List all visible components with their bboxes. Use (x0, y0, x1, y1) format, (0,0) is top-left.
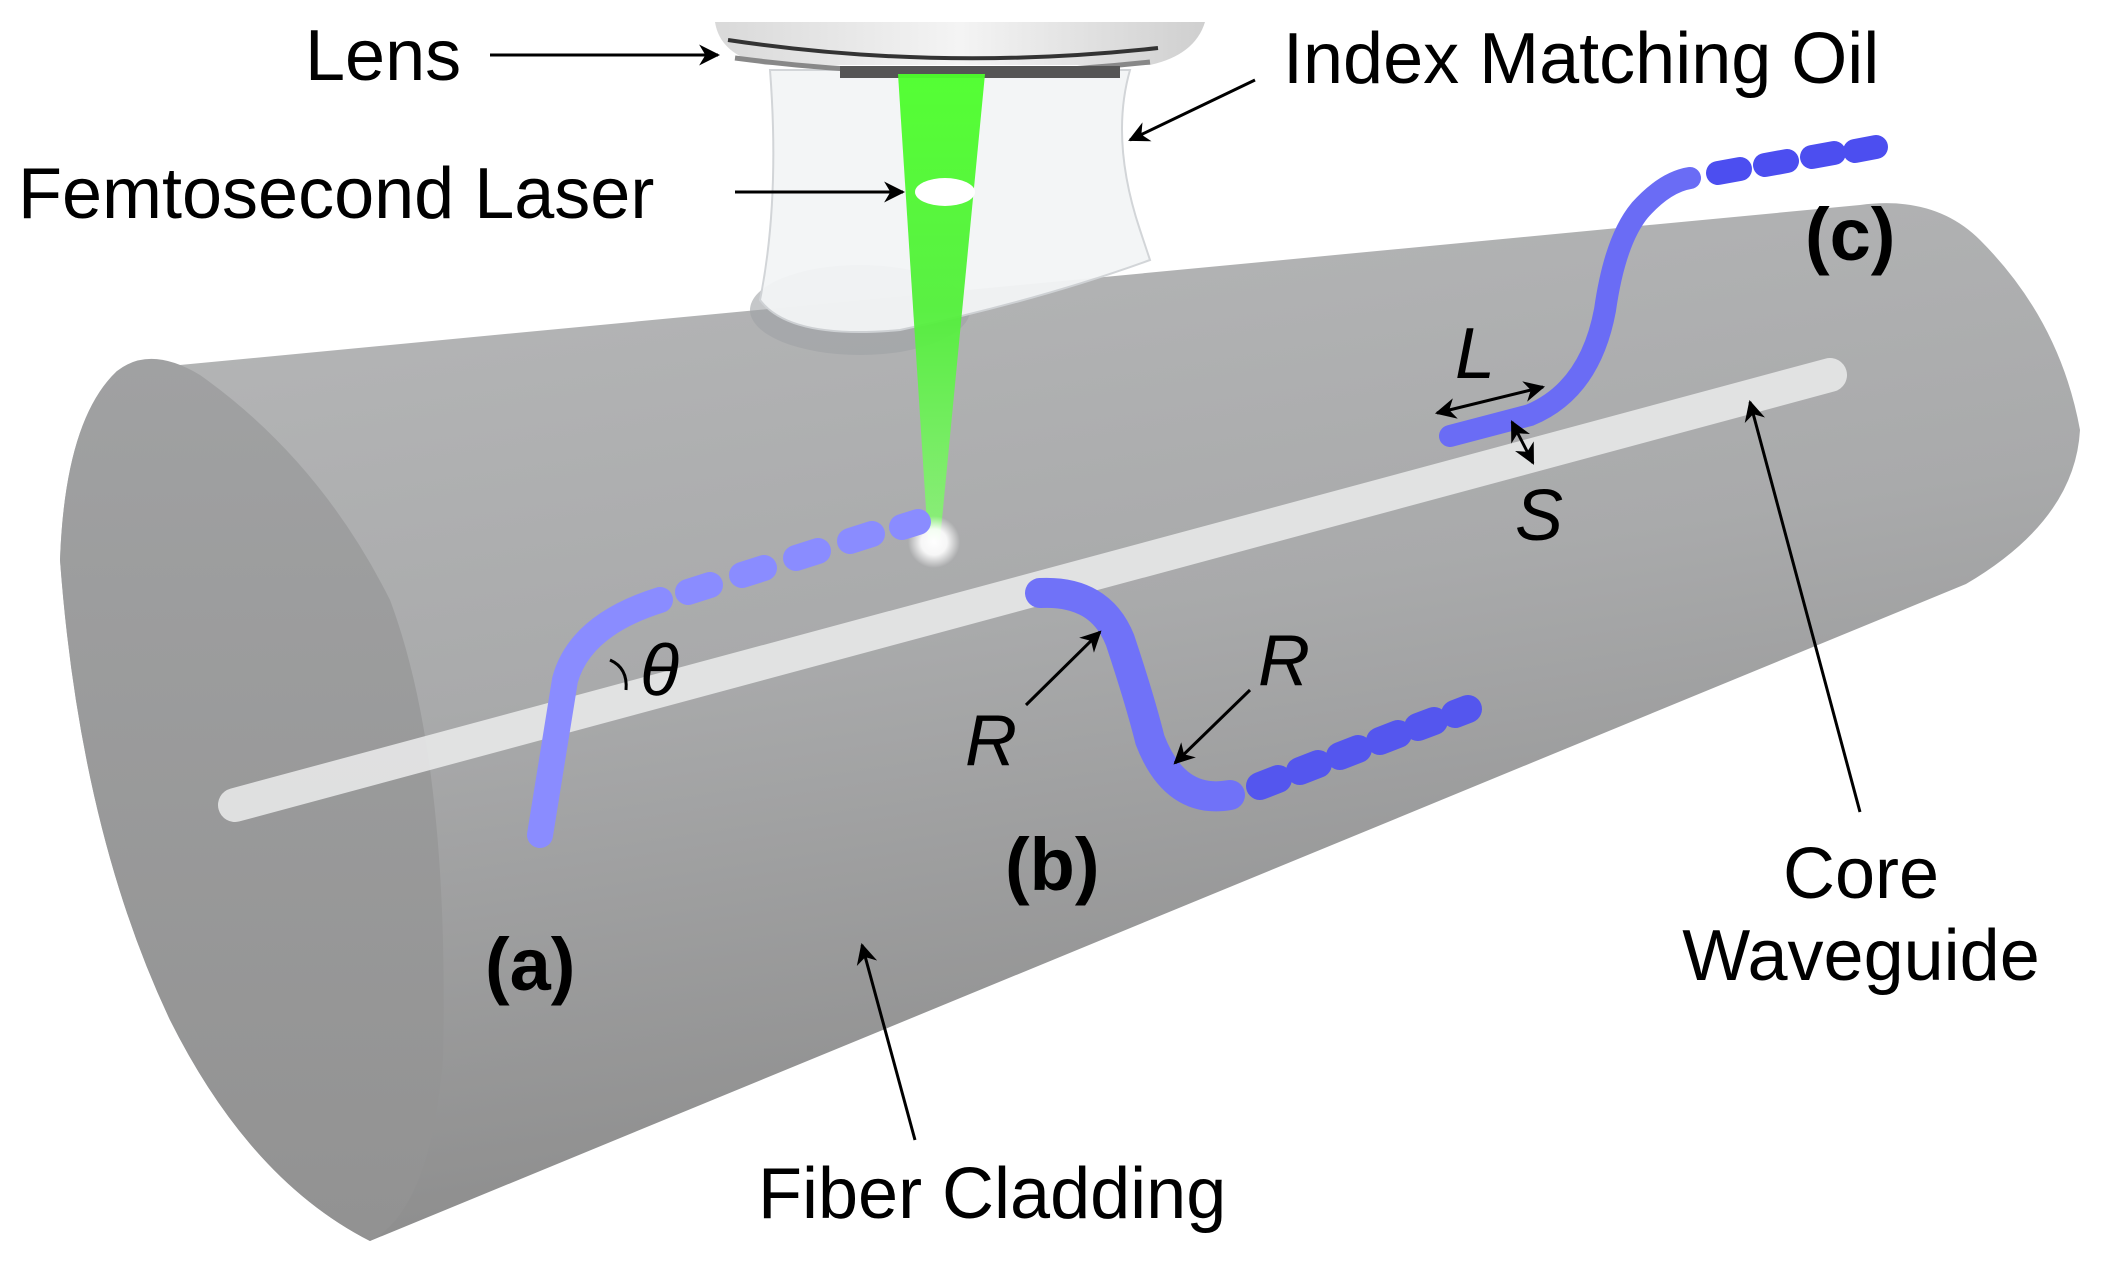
core-arrow (1744, 399, 1862, 813)
l-arrow (1434, 381, 1546, 419)
waveguide-b (1025, 577, 1245, 812)
r-arrow-1 (1024, 630, 1102, 707)
lens-rim (727, 38, 1159, 61)
fiber-cladding-body (60, 203, 2080, 1241)
waveguide-a-dashes (675, 509, 931, 605)
symbol-theta: θ (640, 631, 679, 711)
panel-label-c: (c) (1805, 193, 1895, 276)
symbol-r-1: R (965, 701, 1017, 781)
symbol-s: S (1515, 476, 1563, 556)
cladding-arrow (856, 942, 917, 1141)
label-fiber-cladding: Fiber Cladding (758, 1154, 1226, 1234)
symbol-l: L (1455, 314, 1495, 394)
symbol-r-2: R (1258, 621, 1310, 701)
label-femtosecond-laser: Femtosecond Laser (18, 154, 654, 234)
waveguide-a (527, 587, 673, 848)
waveguide-b-dashes (1246, 695, 1482, 800)
waveguide-c (1439, 167, 1701, 447)
panel-label-a: (a) (485, 923, 575, 1006)
laser-beam-highlight (915, 178, 975, 206)
label-index-matching-oil: Index Matching Oil (1283, 19, 1879, 99)
label-waveguide: Waveguide (1682, 916, 2040, 996)
label-core: Core (1783, 834, 1939, 914)
label-lens: Lens (305, 16, 461, 96)
waveguide-c-dashes (1706, 135, 1888, 185)
panel-label-b: (b) (1005, 823, 1100, 906)
r-arrow-2 (1173, 688, 1252, 765)
theta-arc (609, 658, 628, 691)
oil-arrow (1128, 78, 1256, 142)
s-arrow (1510, 420, 1535, 465)
